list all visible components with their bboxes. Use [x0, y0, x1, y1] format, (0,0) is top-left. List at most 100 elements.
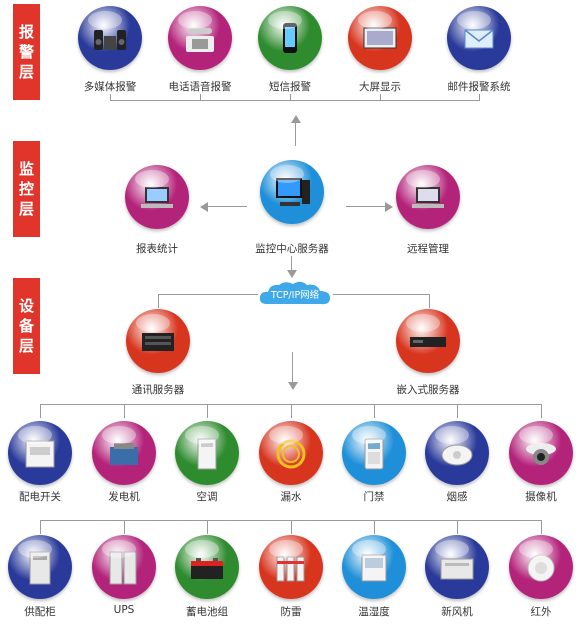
device-node	[8, 421, 72, 485]
device-label: 漏水	[280, 491, 302, 503]
device-label: 新风机	[441, 606, 473, 618]
connector	[541, 520, 542, 534]
alarm-label: 多媒体报警	[83, 81, 137, 93]
big-screen-icon	[363, 27, 397, 49]
switch-panel-icon	[25, 440, 55, 468]
speakers-icon	[94, 30, 126, 50]
alarm-node	[78, 6, 142, 70]
telephone-icon	[186, 28, 214, 52]
connector	[374, 404, 375, 418]
layer-char: 监	[18, 160, 34, 178]
generator-icon	[110, 443, 138, 465]
network-left-line	[158, 294, 258, 295]
device-node	[425, 535, 489, 599]
battery-icon	[191, 558, 223, 579]
alarm-node	[447, 6, 511, 70]
layer-char: 层	[18, 63, 34, 81]
connector	[124, 520, 125, 534]
connector	[207, 404, 208, 418]
layer-tag-device: 设 备 层	[13, 278, 40, 374]
connector	[374, 520, 375, 534]
email-icon	[464, 29, 494, 49]
device-label: 温湿度	[358, 606, 390, 618]
device-label: 摄像机	[525, 491, 557, 503]
connector	[380, 94, 381, 101]
device-node	[92, 421, 156, 485]
alarm-label: 邮件报警系统	[447, 81, 511, 93]
fresh-air-unit-icon	[440, 558, 474, 580]
connector	[457, 404, 458, 418]
device-node	[342, 535, 406, 599]
infrared-sensor-icon	[527, 554, 555, 582]
access-control-icon	[364, 438, 384, 470]
surge-protector-icon	[276, 556, 305, 582]
layer-char: 警	[18, 43, 34, 61]
layer-char: 设	[18, 297, 34, 315]
layer-tag-alarm: 报 警 层	[13, 4, 40, 100]
connector	[457, 520, 458, 534]
layer-char: 备	[18, 317, 34, 335]
device-label: 防雷	[280, 606, 302, 618]
down-arrow-icon	[287, 270, 297, 278]
connector	[479, 94, 480, 101]
device-label: 红外	[530, 606, 552, 618]
device-node	[509, 421, 573, 485]
laptop-icon	[141, 187, 173, 208]
thermo-hygrometer-icon	[361, 554, 387, 582]
device-label: 供配柜	[24, 606, 56, 618]
server-embedded-label: 嵌入式服务器	[396, 384, 460, 396]
layer-char: 控	[18, 180, 34, 198]
alarm-label: 短信报警	[269, 81, 311, 93]
device-node	[509, 535, 573, 599]
device-node	[259, 535, 323, 599]
connector	[207, 520, 208, 534]
server-comm-label: 通讯服务器	[131, 384, 185, 396]
right-arrow-line	[346, 206, 386, 207]
network-right-line	[333, 294, 429, 295]
device-node	[259, 421, 323, 485]
smoke-detector-icon	[441, 444, 473, 466]
connector	[291, 404, 292, 418]
device-label: 空调	[196, 491, 218, 503]
connector	[291, 520, 292, 534]
comm-server-icon	[142, 333, 174, 351]
monitor-report-node	[125, 165, 189, 229]
camera-icon	[526, 443, 556, 465]
layer-tag-monitor: 监 控 层	[13, 141, 40, 237]
remote-laptop-icon	[412, 187, 444, 208]
alarm-node	[168, 6, 232, 70]
alarm-label: 电话语音报警	[168, 81, 232, 93]
down-arrow-line	[292, 352, 293, 382]
device-label: UPS	[113, 604, 135, 616]
connector	[124, 404, 125, 418]
alarm-label: 大屏显示	[359, 81, 401, 93]
device-label: 发电机	[108, 491, 140, 503]
server-embedded-node	[396, 309, 460, 373]
monitor-report-label: 报表统计	[136, 243, 178, 255]
connector	[429, 294, 430, 308]
device-label: 烟感	[446, 491, 468, 503]
server-workstation-icon	[276, 178, 310, 206]
alarm-bus-line	[110, 100, 480, 101]
air-conditioner-icon	[197, 438, 217, 470]
water-leak-cable-icon	[276, 439, 306, 469]
device-node	[175, 421, 239, 485]
connector	[110, 94, 111, 101]
alarm-node	[348, 6, 412, 70]
connector	[40, 404, 41, 418]
down-arrow-line	[291, 256, 292, 272]
up-arrow-line	[295, 122, 296, 146]
monitor-center-node	[260, 160, 324, 224]
device-label: 蓄电池组	[186, 606, 228, 618]
layer-char: 层	[18, 200, 34, 218]
monitor-center-label: 监控中心服务器	[255, 243, 329, 255]
network-cloud-icon	[259, 281, 330, 305]
layer-char: 报	[18, 23, 34, 41]
connector	[200, 94, 201, 101]
connector	[541, 404, 542, 418]
device-label: 配电开关	[19, 491, 61, 503]
server-comm-node	[126, 309, 190, 373]
up-arrow-icon	[291, 115, 301, 123]
left-arrow-line	[207, 206, 247, 207]
device-node	[342, 421, 406, 485]
